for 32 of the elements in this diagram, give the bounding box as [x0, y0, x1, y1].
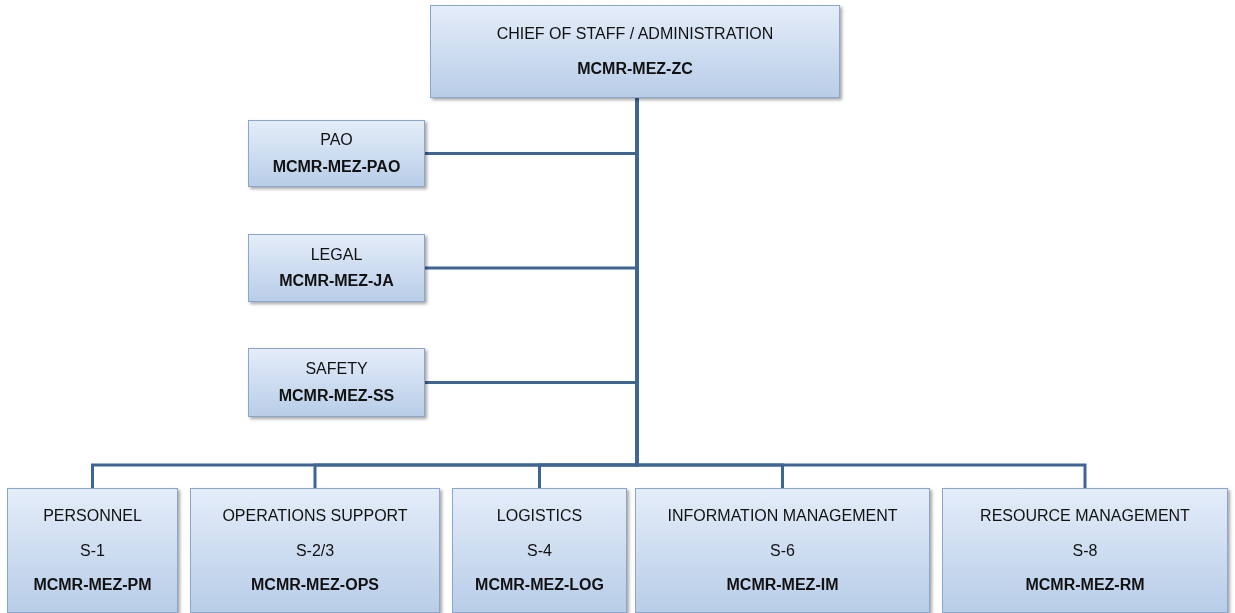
- unit-name: SAFETY: [305, 360, 368, 378]
- unit-name: INFORMATION MANAGEMENT: [667, 507, 898, 526]
- staff-section: S-2/3: [295, 541, 335, 560]
- staff-section: S-4: [527, 541, 552, 560]
- org-unit-box: [7, 488, 178, 613]
- office-code: MCMR-MEZ-SS: [278, 387, 395, 405]
- office-code: MCMR-MEZ-LOG: [475, 575, 604, 594]
- office-code: MCMR-MEZ-OPS: [251, 575, 379, 594]
- office-code: MCMR-MEZ-RM: [1025, 575, 1145, 594]
- staff-section: S-8: [1072, 541, 1098, 560]
- office-code: MCMR-MEZ-PAO: [272, 157, 401, 176]
- unit-name: OPERATIONS SUPPORT: [222, 507, 408, 526]
- org-unit-box: [635, 488, 930, 613]
- office-code: MCMR-MEZ-ZC: [577, 60, 693, 78]
- office-code: MCMR-MEZ-IM: [726, 575, 839, 594]
- unit-name: RESOURCE MANAGEMENT: [980, 507, 1190, 526]
- org-unit-box: [452, 488, 627, 613]
- unit-name: CHIEF OF STAFF / ADMINISTRATION: [496, 25, 774, 43]
- org-unit-box: [248, 348, 425, 417]
- org-unit-box: [190, 488, 440, 613]
- unit-name: LEGAL: [310, 245, 363, 264]
- unit-name: PAO: [320, 131, 353, 150]
- org-unit-box: [248, 120, 425, 187]
- unit-name: LOGISTICS: [496, 507, 583, 526]
- unit-name: PERSONNEL: [43, 507, 142, 526]
- office-code: MCMR-MEZ-PM: [33, 575, 152, 594]
- org-unit-box: [430, 5, 840, 98]
- office-code: MCMR-MEZ-JA: [279, 272, 394, 291]
- staff-section: S-1: [80, 541, 105, 560]
- org-unit-box: [942, 488, 1228, 613]
- org-unit-box: [248, 234, 425, 302]
- staff-section: S-6: [770, 541, 795, 560]
